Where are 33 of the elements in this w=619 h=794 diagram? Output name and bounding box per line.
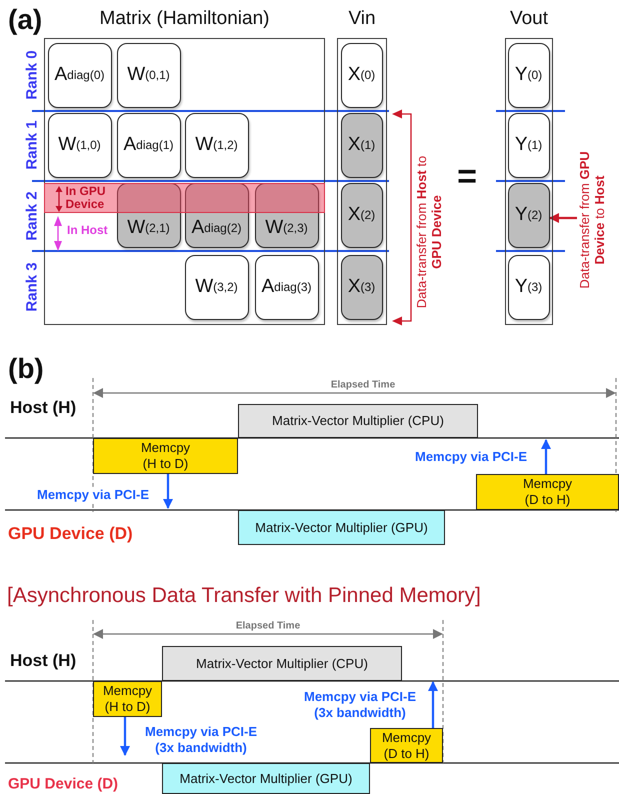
- frame-heading: Vin: [348, 8, 376, 30]
- task-block: Memcpy (D to H): [476, 474, 619, 510]
- arrow: [120, 717, 130, 756]
- frame-heading: Matrix (Hamiltonian): [100, 8, 270, 30]
- task-block: Matrix-Vector Multiplier (CPU): [238, 404, 478, 438]
- frame-heading: Vout: [510, 8, 548, 30]
- band-label: In GPU Device: [66, 184, 107, 210]
- highlight-band: [44, 182, 324, 212]
- task-block: Matrix-Vector Multiplier (GPU): [162, 763, 370, 794]
- task-block: Memcpy (H to D): [93, 438, 238, 474]
- dimension-label: Elapsed Time: [330, 379, 396, 391]
- lane-label: GPU Device (D): [8, 775, 118, 793]
- region-label: In Host: [67, 224, 108, 238]
- panel-label: (b): [8, 352, 44, 386]
- task-block: Matrix-Vector Multiplier (GPU): [238, 510, 445, 545]
- rank-label: Rank 2: [23, 191, 41, 241]
- arrow: [549, 213, 577, 223]
- panel-label: (a): [8, 4, 42, 36]
- task-block: Matrix-Vector Multiplier (CPU): [162, 646, 402, 681]
- lane-label: Host (H): [10, 398, 76, 418]
- dimension-label: Elapsed Time: [236, 620, 300, 632]
- arrow: [428, 681, 438, 728]
- lane-label: Host (H): [10, 651, 76, 671]
- rank-label: Rank 3: [23, 262, 41, 312]
- rank-label: Rank 0: [23, 50, 41, 100]
- rank-label: Rank 1: [23, 120, 41, 170]
- section-heading: [Asynchronous Data Transfer with Pinned Memory]: [7, 584, 481, 608]
- arrow: [163, 474, 173, 509]
- equals-sign: =: [457, 157, 477, 197]
- arrow: [541, 439, 551, 474]
- task-block: Memcpy (D to H): [370, 728, 443, 763]
- lane-label: GPU Device (D): [8, 524, 133, 544]
- task-block: Memcpy (H to D): [93, 681, 162, 717]
